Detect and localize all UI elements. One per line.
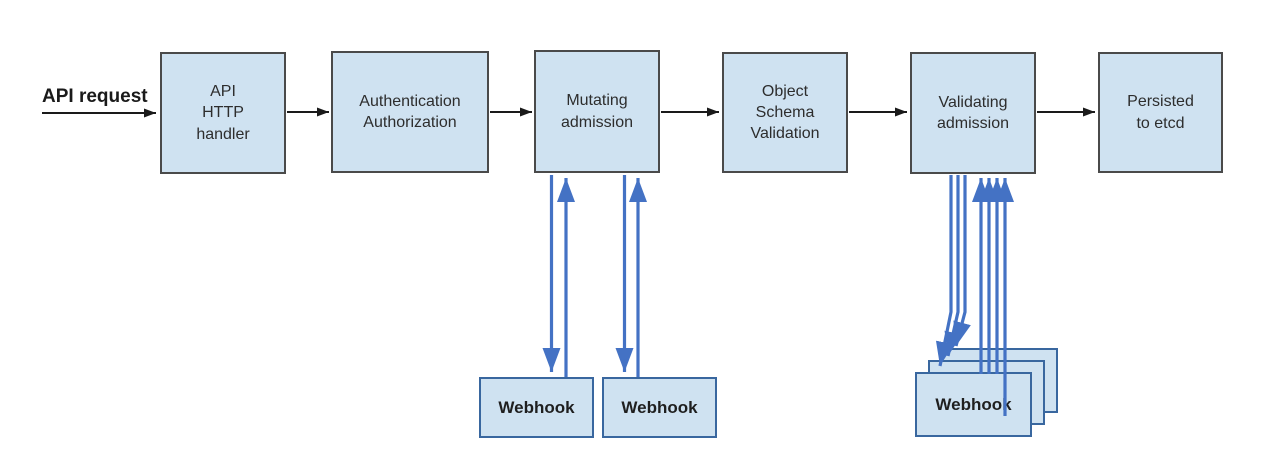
node-validating-admission-label: Validating admission: [936, 93, 1010, 132]
node-api-http-handler: API HTTP handler: [160, 52, 286, 174]
validating-webhook-box-front: Webhook: [915, 372, 1032, 437]
node-persisted-to-etcd-label: Persisted to etcd: [1127, 93, 1194, 132]
api-request-label: API request: [42, 86, 148, 107]
mutating-webhook-2-label: Webhook: [621, 397, 698, 417]
mutating-webhook-1-label: Webhook: [498, 397, 575, 417]
validating-webhook-down-arrow-1: [935, 175, 954, 367]
node-authentication-authorization: Authentication Authorization: [331, 51, 489, 173]
node-persisted-to-etcd: Persisted to etcd: [1098, 52, 1223, 173]
node-mutating-admission-label: Mutating admission: [560, 92, 634, 131]
node-object-schema-validation-label: Object Schema Validation: [750, 82, 820, 143]
validating-webhook-down-arrow-3: [953, 175, 971, 347]
mutating-webhook-box-1: Webhook: [479, 377, 594, 438]
node-object-schema-validation: Object Schema Validation: [722, 52, 848, 173]
node-validating-admission: Validating admission: [910, 52, 1036, 174]
node-mutating-admission: Mutating admission: [534, 50, 660, 173]
node-authentication-authorization-label: Authentication Authorization: [359, 92, 461, 131]
mutating-webhook-box-2: Webhook: [602, 377, 717, 438]
validating-webhook-down-arrow-2: [944, 175, 963, 357]
node-api-http-handler-label: API HTTP handler: [196, 83, 250, 143]
validating-webhook-front-label: Webhook: [935, 394, 1012, 414]
